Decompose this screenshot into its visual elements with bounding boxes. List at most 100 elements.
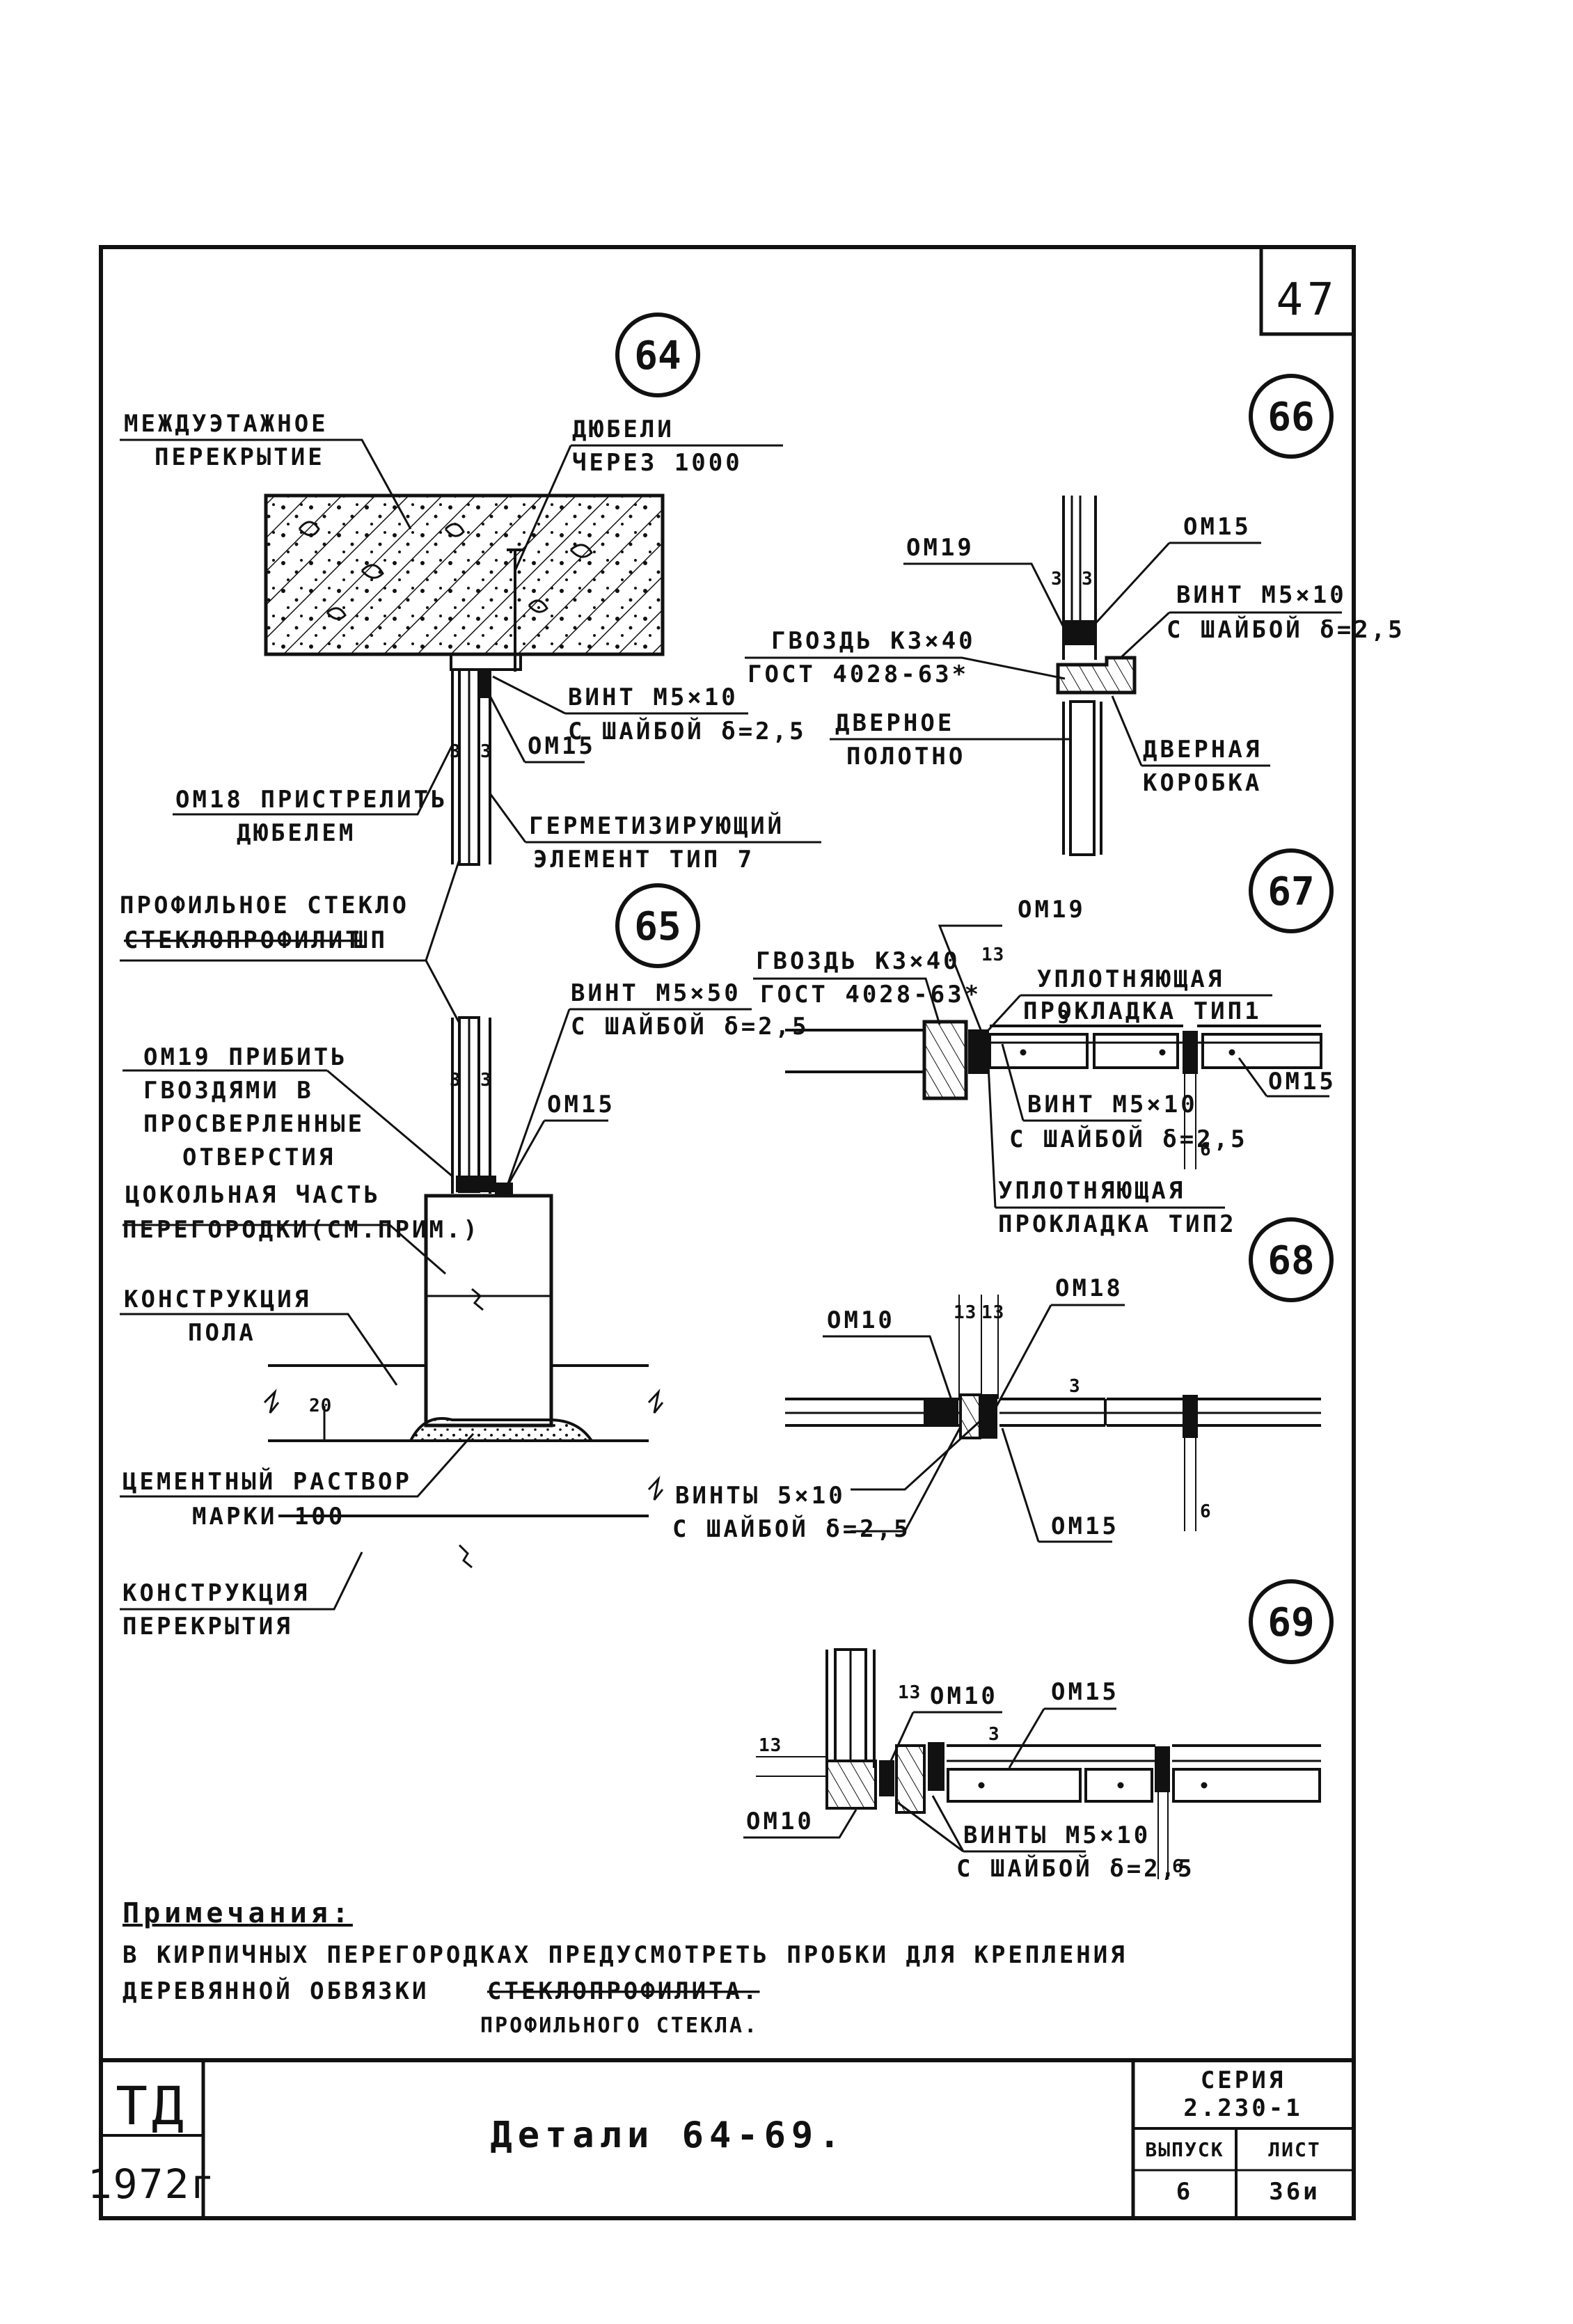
d66-dim-b: 3 (1082, 569, 1093, 590)
detail-marker-67: 67 (1249, 848, 1334, 933)
d64-slab-label-1: МЕЖДУЭТАЖНОЕ (124, 410, 329, 438)
d65-plinth-label-2: ПЕРЕГОРОДКИ(СМ.ПРИМ.) (122, 1216, 480, 1244)
d66-om19-label: ОМ19 (906, 534, 974, 562)
d66-om15-label: ОМ15 (1183, 513, 1251, 541)
d69-screws-label-2: С ШАЙБОЙ δ=2,5 (956, 1854, 1195, 1883)
d68-dim-13a: 13 (954, 1302, 977, 1323)
sheet-value: 36и (1269, 2178, 1320, 2206)
detail-number-64: 64 (634, 333, 681, 379)
d65-slab-label-2: ПЕРЕКРЫТИЯ (122, 1613, 293, 1641)
d66-screw-label-1: ВИНТ М5×10 (1176, 581, 1347, 609)
detail-67-drawing (785, 1020, 1322, 1169)
d69-screws-label-1: ВИНТЫ М5×10 (963, 1821, 1151, 1849)
d67-om19-label: ОМ19 (1018, 896, 1086, 924)
d68-om18-label: ОМ18 (1055, 1274, 1123, 1302)
d67-screw-label-1: ВИНТ М5×10 (1027, 1091, 1198, 1118)
d68-om10-label: ОМ10 (827, 1306, 895, 1334)
sheet-label: ЛИСТ (1268, 2138, 1320, 2161)
d65-mortar-label-2: МАРКИ 100 (192, 1503, 345, 1531)
d65-dim-a: 3 (450, 1070, 461, 1091)
d65-screw-label-2: С ШАЙБОЙ δ=2,5 (571, 1012, 809, 1041)
d67-nail-label-2: ГОСТ 4028-63* (760, 981, 981, 1009)
d64-dowel-label-1: ДЮБЕЛИ (572, 416, 674, 443)
d65-dim-b: 3 (480, 1070, 492, 1091)
detail-69-drawing (756, 1648, 1321, 1879)
d67-dim-13: 13 (981, 944, 1004, 965)
d67-nail-label-1: ГВОЗДЬ К3×40 (756, 947, 961, 975)
notes-line-2-struck: СТЕКЛОПРОФИЛИТА. (487, 1977, 760, 2005)
d65-om19-label-2: ГВОЗДЯМИ В (143, 1077, 314, 1105)
detail-marker-65: 65 (615, 883, 700, 968)
d69-om15-label: ОМ15 (1051, 1678, 1119, 1706)
d65-om19-label-4: ОТВЕРСТИЯ (182, 1144, 335, 1171)
d68-screws-label-1: ВИНТЫ 5×10 (675, 1482, 846, 1510)
detail-marker-64: 64 (615, 313, 700, 397)
detail-66-drawing (1056, 496, 1137, 856)
d66-door-label-1: ДВЕРНОЕ (835, 709, 954, 737)
d69-dim-13b: 13 (759, 1735, 782, 1756)
d64-screw-label-1: ВИНТ М5×10 (568, 683, 738, 711)
d65-om15-label: ОМ15 (547, 1091, 615, 1118)
detail-64-leaders (120, 438, 821, 844)
detail-68-drawing (785, 1295, 1321, 1531)
d67-dim-6: 6 (1200, 1139, 1212, 1160)
series-label: СЕРИЯ (1201, 2066, 1286, 2094)
detail-67-leaders (753, 924, 1329, 1209)
d66-door-label-2: ПОЛОТНО (846, 743, 965, 770)
d67-dim-3: 3 (1058, 1007, 1070, 1028)
d65-om19-label-3: ПРОСВЕРЛЕННЫЕ (143, 1110, 365, 1138)
d69-dim-3: 3 (988, 1724, 1000, 1745)
d65-mortar-label-1: ЦЕМЕНТНЫЙ РАСТВОР (122, 1467, 412, 1496)
d68-screws-label-2: С ШАЙБОЙ δ=2,5 (672, 1515, 911, 1543)
d65-screw-label-1: ВИНТ М5×50 (571, 979, 741, 1007)
glass-label-struck: СТЕКЛОПРОФИЛИТ (124, 926, 363, 954)
d66-dim-a: 3 (1051, 569, 1063, 590)
detail-69-leaders (743, 1707, 1116, 1853)
d65-om19-label-1: ОМ19 ПРИБИТЬ (143, 1043, 348, 1071)
d66-screw-label-2: С ШАЙБОЙ δ=2,5 (1167, 615, 1405, 644)
d65-plinth-label-1: ЦОКОЛЬНАЯ ЧАСТЬ (125, 1181, 381, 1209)
d64-om18-label-1: ОМ18 ПРИСТРЕЛИТЬ (175, 786, 448, 814)
d67-screw-label-2: С ШАЙБОЙ δ=2,5 (1009, 1125, 1248, 1153)
d67-gasket1-label-1: УПЛОТНЯЮЩАЯ (1037, 965, 1224, 993)
detail-68-leaders (823, 1304, 1125, 1543)
d69-dim-6: 6 (1172, 1856, 1184, 1877)
d68-om15-label: ОМ15 (1051, 1512, 1119, 1540)
d64-screw-label-2: С ШАЙБОЙ δ=2,5 (568, 717, 807, 745)
detail-66-leaders (745, 542, 1342, 767)
d64-dowel-label-2: ЧЕРЕЗ 1000 (572, 449, 743, 477)
d65-floor-label-1: КОНСТРУКЦИЯ (124, 1286, 311, 1313)
d66-frame-label-2: КОРОБКА (1143, 769, 1262, 797)
issue-label: ВЫПУСК (1145, 2138, 1224, 2161)
d68-dim-6: 6 (1200, 1501, 1212, 1522)
d69-dim-13a: 13 (898, 1682, 921, 1703)
d65-slab-label-1: КОНСТРУКЦИЯ (122, 1579, 310, 1607)
detail-marker-66: 66 (1249, 374, 1334, 459)
d68-dim-13b: 13 (981, 1302, 1004, 1323)
d69-om10-bottom-label: ОМ10 (746, 1808, 814, 1835)
detail-number-68: 68 (1267, 1238, 1314, 1283)
sheet-frame (99, 245, 1356, 2220)
d64-om18-label-2: ДЮБЕЛЕМ (237, 819, 356, 847)
d64-dim-a: 3 (450, 741, 461, 762)
d65-floor-label-2: ПОЛА (188, 1319, 256, 1347)
d66-frame-label-1: ДВЕРНАЯ (1143, 736, 1262, 764)
detail-number-66: 66 (1267, 395, 1314, 440)
detail-marker-69: 69 (1249, 1579, 1334, 1664)
series-value: 2.230-1 (1183, 2094, 1302, 2122)
d64-dim-b: 3 (480, 741, 492, 762)
notes-line-2: ДЕРЕВЯННОЙ ОБВЯЗКИ (122, 1977, 429, 2005)
detail-65-drawing (263, 1016, 664, 1569)
d67-gasket2-label-2: ПРОКЛАДКА ТИП2 (998, 1210, 1237, 1238)
d64-slab-label-2: ПЕРЕКРЫТИЕ (155, 443, 325, 471)
stamp-year: 1972г (88, 2160, 216, 2208)
detail-number-67: 67 (1267, 869, 1314, 915)
d68-dim-3: 3 (1069, 1376, 1081, 1397)
detail-64-drawing (264, 493, 665, 866)
notes-line-3: ПРОФИЛЬНОГО СТЕКЛА. (480, 2014, 759, 2038)
sheet-title: Детали 64-69. (491, 2114, 846, 2156)
d67-gasket1-label-2: ПРОКЛАДКА ТИП1 (1023, 997, 1262, 1025)
page-number: 47 (1276, 274, 1338, 326)
notes-heading: Примечания: (122, 1897, 353, 1929)
